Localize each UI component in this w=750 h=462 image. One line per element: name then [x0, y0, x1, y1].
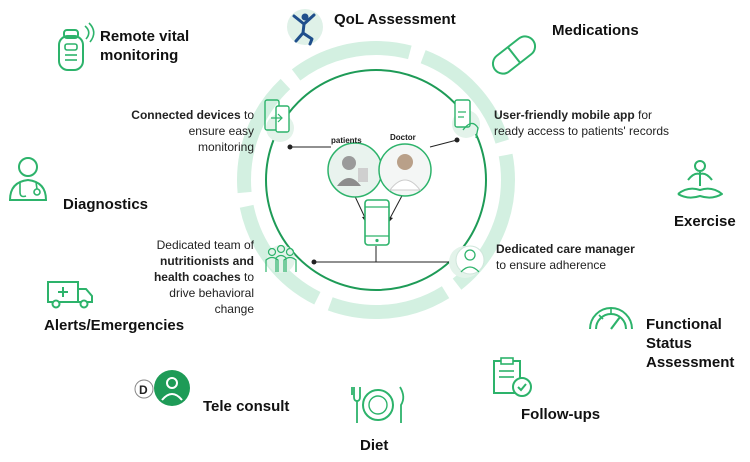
devices-icon: [264, 99, 294, 142]
desc-team: Dedicated team of nutritionists and heal…: [153, 238, 254, 316]
outer-ring: [237, 41, 515, 319]
desc-connected-devices: Connected devices to ensure easy monitor…: [131, 108, 254, 154]
ambulance-icon: [47, 281, 93, 309]
pill-icon: [491, 35, 537, 75]
smartphone-icon: [364, 199, 390, 246]
desc-mobile-app: User-friendly mobile app for ready acces…: [494, 108, 670, 138]
label-doctor: Doctor: [390, 133, 416, 142]
label-diet: Diet: [360, 437, 389, 454]
team-icon: [265, 244, 297, 273]
svg-text:D: D: [139, 383, 148, 397]
label-functional: Functional Status Assessment: [646, 316, 735, 371]
plate-cutlery-icon: [351, 386, 405, 423]
label-medications: Medications: [552, 22, 639, 39]
inner-ring: [265, 69, 487, 291]
label-exercise: Exercise: [674, 213, 736, 230]
care-manager-icon: [449, 245, 485, 278]
label-patients: patients: [331, 136, 362, 145]
mobile-app-icon: [452, 99, 480, 139]
label-tele-consult: Tele consult: [203, 398, 290, 415]
label-diagnostics: Diagnostics: [63, 196, 149, 213]
tele-consult-icon: D: [134, 370, 190, 406]
doctor-icon: [8, 157, 48, 201]
label-remote-vital: Remote vital monitoring: [100, 28, 190, 64]
clipboard-check-icon: [493, 357, 532, 397]
patients-photo: [327, 142, 383, 198]
yoga-icon: [677, 160, 723, 199]
label-follow-ups: Follow-ups: [521, 406, 601, 423]
gauge-icon: [589, 307, 633, 330]
label-qol: QoL Assessment: [334, 11, 456, 28]
qol-figure-icon: [287, 9, 323, 46]
label-alerts: Alerts/Emergencies: [44, 317, 185, 334]
remote-monitor-icon: [58, 22, 95, 71]
